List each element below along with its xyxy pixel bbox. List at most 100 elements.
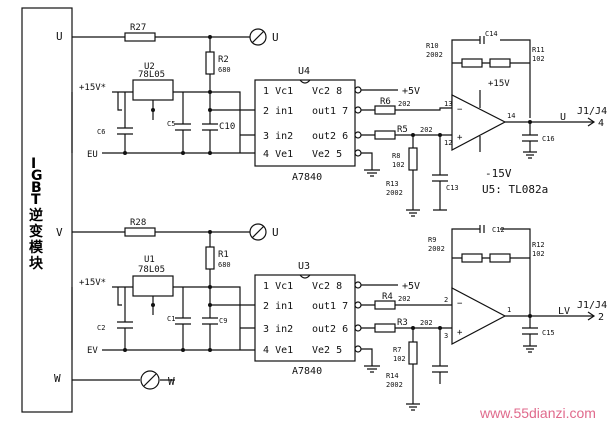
igbt-module-box [21,7,73,413]
r27-label: R27 [130,23,146,33]
u1-ref: U1 [144,255,155,265]
probe-v-label: U [272,226,279,239]
r6-ref: R6 [380,97,391,107]
module-char: T [31,192,41,208]
module-char: 变 [29,223,43,240]
input-ev-label: EV [87,346,98,356]
iso-amp-u4 [254,79,356,167]
phase-v-label: V [56,226,63,239]
input-eu-label: EU [87,150,98,160]
resistor-r5 [374,130,396,140]
connector-pin-4: 4 [598,118,604,129]
cap-c16: C16 [542,135,555,143]
module-char: 模 [29,239,44,256]
vneg-label: -15V [485,167,512,180]
u3-pin-left-4: 4 Ve1 [263,345,293,356]
r2-val: 680 [218,66,231,74]
r11-val: 102 [532,55,545,63]
resistor-r28 [124,227,156,237]
r13-ref: R13 [386,180,399,188]
r2-ref: R2 [218,55,229,65]
u3-pin-right-7: out1 7 [312,301,348,312]
cap-c13: C13 [446,184,459,192]
r1-ref: R1 [218,250,229,260]
r5-ref: R5 [397,125,408,135]
r14-ref: R14 [386,372,399,380]
u4-pin-right-6: out2 6 [312,131,348,142]
resistor-r1 [205,246,215,270]
opamp-u5b [451,287,507,345]
module-char: 逆 [29,207,43,224]
u4-pin-left-2: 2 in1 [263,106,293,117]
cap-c15: C15 [542,329,555,337]
u5b-pin-plus: 3 [444,332,448,340]
u5-pin-plus: 12 [444,139,452,147]
u2-ref: U2 [144,62,155,72]
cap-c1: C1 [167,315,175,323]
resistor-r8-r13 [408,147,418,171]
u4-pin-left-3: 3 in2 [263,131,293,142]
out-lv-label: LV [558,306,570,317]
cap-c5: C5 [167,120,175,128]
resistor-r2 [205,51,215,75]
r14-val: 2002 [386,381,403,389]
r12-ref: R12 [532,241,545,249]
regulator-u1 [132,275,174,297]
phase-w-label: W [54,372,61,385]
u5b-pin-out: 1 [507,306,511,314]
u3-pin-left-3: 3 in2 [263,324,293,335]
cap-c12: C12 [492,226,505,234]
resistor-r10 [461,58,483,68]
r6-val: 202 [398,100,411,108]
u4-pin-right-5: Ve2 5 [312,149,342,160]
r3-ref: R3 [397,318,408,328]
probe-u-label: U [272,31,279,44]
vcc-lower: +5V [402,281,420,292]
r9-ref: R9 [428,236,436,244]
resistor-r4 [374,300,396,310]
u5-pin-out: 14 [507,112,515,120]
cap-c2: C2 [97,324,105,332]
resistor-r6 [374,105,396,115]
cap-c14: C14 [485,30,498,38]
r11-ref: R11 [532,46,545,54]
module-char: G [31,168,43,184]
igbt-module-label: I G B T 逆 变 模 块 [29,156,44,272]
vcc-upper: +5V [402,86,420,97]
u3-pin-left-1: 1 Vc1 [263,281,293,292]
module-char: I [31,156,36,172]
iso-amp-u3 [254,274,356,362]
u3-pin-left-2: 2 in1 [263,301,293,312]
resistor-r12 [489,253,511,263]
r5-val: 202 [420,126,433,134]
upper-channel: R27 U U2 78L05 +15V* R2 680 C6 C5 C10 EU [71,23,607,217]
opamp-minus: − [457,105,463,115]
watermark: www.55dianzi.com [479,405,596,421]
u2-part: 78L05 [138,70,165,80]
u4-pin-left-4: 4 Ve1 [263,149,293,160]
r28-label: R28 [130,218,146,228]
r7-val: 102 [393,355,406,363]
u5b-pin-minus: 2 [444,296,448,304]
u4-pin-left-1: 1 Vc1 [263,86,293,97]
r4-val: 202 [398,295,411,303]
resistor-r7-r14 [408,341,418,365]
lower-channel: R28 U U1 78L05 +15V* R1 680 C2 C1 C9 EV … [71,218,607,411]
resistor-r27 [124,32,156,42]
u3-pin-right-5: Ve2 5 [312,345,342,356]
r4-ref: R4 [382,292,393,302]
probe-w-label: W [168,375,175,388]
u3-part: A7840 [292,366,322,377]
r1-val: 680 [218,261,231,269]
connector-upper: J1/J4 [577,106,607,117]
u3-ref: U3 [298,261,310,272]
u3-pin-right-8: Vc2 8 [312,281,342,292]
u4-pin-right-7: out1 7 [312,106,348,117]
out-u-label: U [560,112,566,123]
cap-c10: C10 [219,122,235,132]
connector-lower: J1/J4 [577,300,607,311]
u5-ref: U5: TL082a [482,183,548,196]
r3-val: 202 [420,319,433,327]
